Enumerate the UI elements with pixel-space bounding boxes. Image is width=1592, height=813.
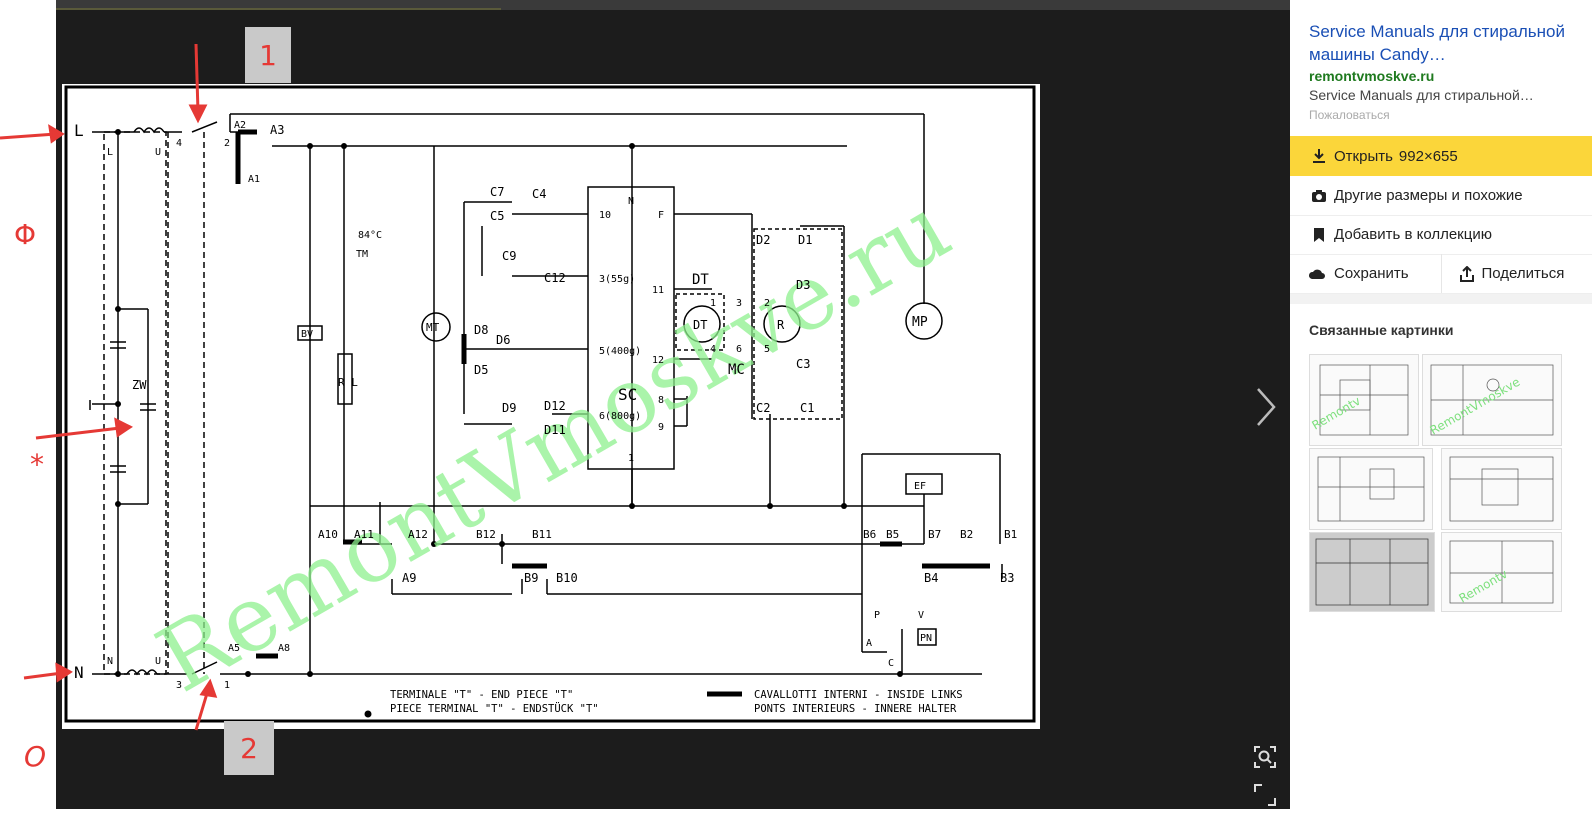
- open-label: Открыть: [1334, 148, 1393, 165]
- related-thumbnail[interactable]: [1309, 532, 1435, 612]
- svg-text:Remontv: Remontv: [1310, 394, 1363, 433]
- annotation-zero: O: [24, 740, 46, 773]
- svg-text:RemontVmoskve: RemontVmoskve: [1428, 375, 1523, 438]
- complain-link[interactable]: Пожаловаться: [1309, 108, 1579, 122]
- annotation-phi: Φ: [14, 218, 36, 251]
- share-button[interactable]: Поделиться: [1441, 254, 1592, 293]
- download-icon: [1310, 148, 1328, 164]
- image-info-sidebar: Service Manuals для стиральной машины Ca…: [1290, 0, 1592, 809]
- share-icon: [1460, 266, 1474, 282]
- other-sizes-label: Другие размеры и похожие: [1334, 187, 1523, 204]
- cloud-save-icon: [1308, 267, 1326, 281]
- zoom-search-icon: [1252, 744, 1278, 770]
- related-thumbnail[interactable]: [1309, 448, 1433, 530]
- source-description: Service Manuals для стиральной…: [1309, 87, 1579, 103]
- related-thumbnail[interactable]: Remontv: [1441, 532, 1562, 612]
- open-image-button[interactable]: Открыть 992×655: [1290, 136, 1592, 176]
- save-button[interactable]: Сохранить: [1290, 254, 1441, 293]
- related-thumbnail[interactable]: RemontVmoskve: [1422, 354, 1562, 446]
- source-title-link[interactable]: Service Manuals для стиральной машины Ca…: [1309, 20, 1579, 66]
- add-collection-button[interactable]: Добавить в коллекцию: [1290, 215, 1592, 255]
- other-sizes-button[interactable]: Другие размеры и похожие: [1290, 176, 1592, 216]
- annotation-arrows: [0, 0, 1290, 809]
- annotation-star: *: [30, 448, 44, 481]
- expand-icon: [1252, 782, 1278, 808]
- annotation-box-1: 1: [245, 27, 291, 83]
- bookmark-icon: [1310, 227, 1328, 243]
- save-label: Сохранить: [1334, 265, 1409, 282]
- related-thumbnail[interactable]: Remontv: [1309, 354, 1419, 446]
- open-size: 992×655: [1399, 148, 1458, 165]
- source-info: Service Manuals для стиральной машины Ca…: [1309, 20, 1579, 122]
- source-domain-link[interactable]: remontvmoskve.ru: [1309, 68, 1579, 84]
- share-label: Поделиться: [1482, 265, 1565, 282]
- related-thumbnail[interactable]: [1441, 448, 1562, 530]
- fullscreen-button[interactable]: [1252, 782, 1278, 808]
- related-images-title: Связанные картинки: [1309, 322, 1454, 338]
- annotation-box-2: 2: [224, 721, 274, 775]
- image-search-button[interactable]: [1252, 744, 1278, 770]
- chevron-right-icon: [1250, 385, 1280, 429]
- camera-icon: [1310, 188, 1328, 204]
- add-collection-label: Добавить в коллекцию: [1334, 226, 1492, 243]
- section-divider: [1290, 294, 1592, 304]
- next-image-button[interactable]: [1250, 385, 1280, 429]
- save-share-row: Сохранить Поделиться: [1290, 254, 1592, 294]
